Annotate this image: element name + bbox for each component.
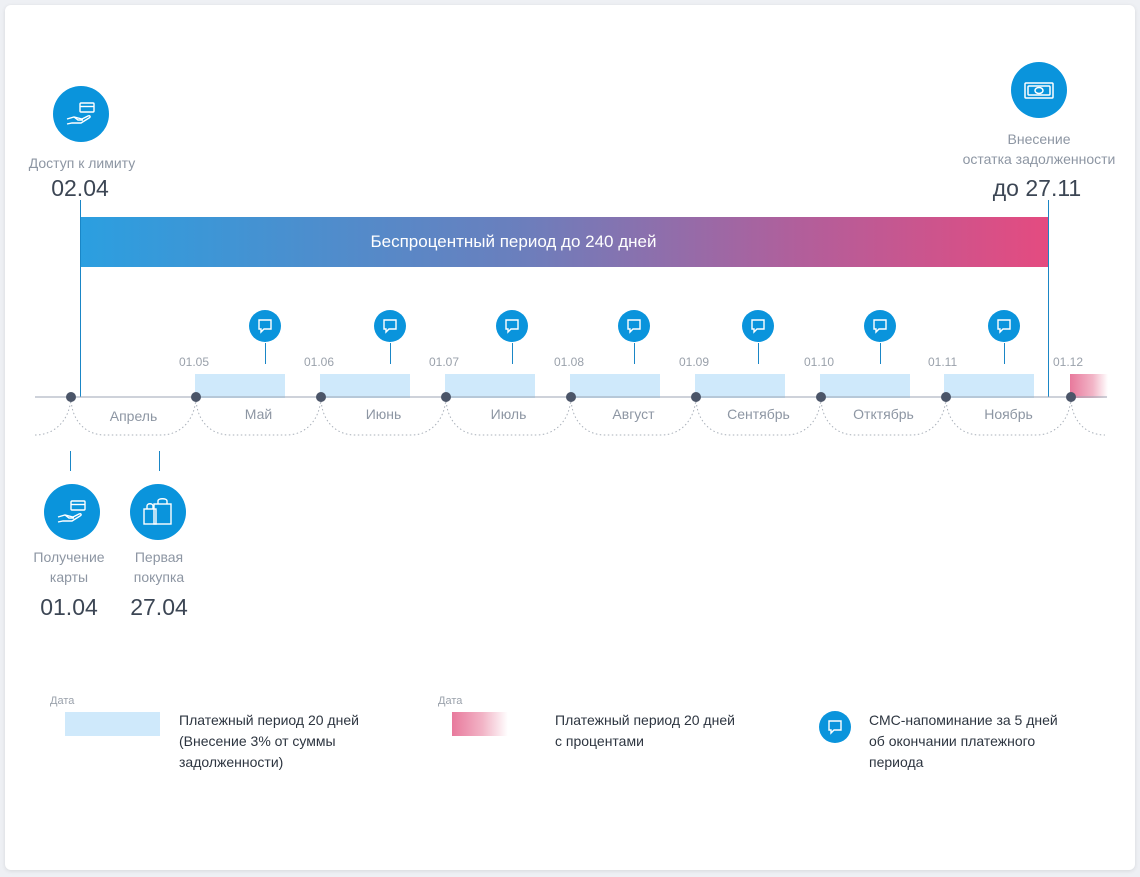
payment-date: 01.06	[304, 355, 335, 369]
sms-reminder-icon	[742, 310, 774, 342]
payment-date: 01.08	[554, 355, 585, 369]
legend-payment-line3: задолженности)	[179, 754, 284, 770]
card-receipt-label-line2: карты	[49, 569, 89, 585]
payment-date: 01.05	[179, 355, 210, 369]
timeline-dot	[191, 392, 201, 402]
payment-date: 01.11	[928, 355, 958, 369]
legend-interest-swatch	[452, 712, 508, 736]
payment-date: 01.09	[679, 355, 710, 369]
card-hand-icon	[53, 86, 109, 142]
timeline-dot	[441, 392, 451, 402]
legend-payment-line2: (Внесение 3% от суммы	[179, 733, 336, 749]
shopping-bags-icon	[130, 484, 186, 540]
month-label: Май	[244, 406, 273, 422]
first-purchase-label-line2: покупка	[133, 569, 185, 585]
payment-date: 01.07	[429, 355, 460, 369]
timeline-dot	[816, 392, 826, 402]
first-purchase-date: 27.04	[130, 594, 188, 620]
period-end-line	[1048, 200, 1049, 397]
payment-period-bar	[195, 374, 285, 398]
legend-interest-line2: с процентами	[555, 733, 644, 749]
timeline-dot	[316, 392, 326, 402]
sms-reminder-icon	[864, 310, 896, 342]
payment-period-bar	[944, 374, 1034, 398]
sms-reminder-stem	[390, 343, 391, 364]
sms-reminder-stem	[265, 343, 266, 364]
sms-reminder-stem	[634, 343, 635, 364]
interest-free-label: Беспроцентный период до 240 дней	[370, 232, 657, 251]
timeline-dot	[1066, 392, 1076, 402]
month-label: Апрель	[109, 408, 158, 424]
sms-reminder-icon	[249, 310, 281, 342]
sms-reminder-stem	[758, 343, 759, 364]
sms-reminder-icon	[496, 310, 528, 342]
sms-reminder-stem	[1004, 343, 1005, 364]
legend-date-caption: Дата	[50, 695, 75, 707]
repayment-date: до 27.11	[992, 175, 1082, 201]
card-hand-icon	[44, 484, 100, 540]
payment-date: 01.12	[1053, 355, 1084, 369]
payment-period-bar	[695, 374, 785, 398]
interest-free-banner: Беспроцентный период до 240 дней	[81, 217, 1048, 267]
limit-access-date: 02.04	[51, 175, 109, 201]
payment-period-bar	[820, 374, 910, 398]
card-receipt-date: 01.04	[40, 594, 98, 620]
first-purchase-stem	[159, 451, 160, 471]
timeline-dot	[691, 392, 701, 402]
card	[5, 5, 1135, 870]
repayment-label-line1: Внесение	[1007, 131, 1071, 147]
payment-period-bar	[445, 374, 535, 398]
first-purchase-label-line1: Первая	[134, 549, 184, 565]
legend-sms-line3: периода	[869, 754, 924, 770]
month-label: Август	[612, 406, 655, 422]
month-label: Отктябрь	[853, 406, 914, 422]
legend-payment-line1: Платежный период 20 дней	[179, 712, 359, 728]
money-icon	[1011, 62, 1067, 118]
repayment-label-line2: остатка задолженности	[962, 151, 1116, 167]
sms-icon	[819, 711, 851, 743]
timeline-dot	[566, 392, 576, 402]
payment-date: 01.10	[804, 355, 835, 369]
payment-period-bar	[570, 374, 660, 398]
limit-access-label: Доступ к лимиту	[28, 155, 136, 171]
sms-reminder-stem	[880, 343, 881, 364]
legend-sms-line1: СМС-напоминание за 5 дней	[869, 712, 1058, 728]
month-label: Июнь	[365, 406, 402, 422]
sms-reminder-icon	[374, 310, 406, 342]
timeline-dot	[66, 392, 76, 402]
period-start-line	[80, 200, 81, 397]
legend-payment-swatch	[65, 712, 160, 736]
legend-sms-line2: об окончании платежного	[869, 733, 1036, 749]
sms-reminder-stem	[512, 343, 513, 364]
legend-interest-line1: Платежный период 20 дней	[555, 712, 735, 728]
sms-reminder-icon	[988, 310, 1020, 342]
legend-date-caption: Дата	[438, 695, 463, 707]
sms-reminder-icon	[618, 310, 650, 342]
interest-period-bar	[1070, 374, 1108, 398]
month-label: Ноябрь	[984, 406, 1033, 422]
payment-period-bar	[320, 374, 410, 398]
month-label: Сентябрь	[727, 406, 790, 422]
card-receipt-label-line1: Получение	[33, 549, 105, 565]
timeline-dot	[941, 392, 951, 402]
month-label: Июль	[490, 406, 527, 422]
card-receipt-stem	[70, 451, 71, 471]
